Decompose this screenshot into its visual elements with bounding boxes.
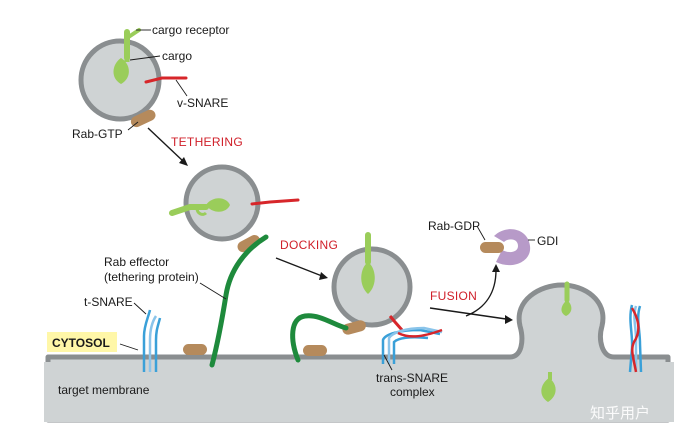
rab-effector-docked [290,313,349,363]
label-rab-effector: Rab effector [104,255,169,269]
label-docking: DOCKING [280,238,338,252]
vesicle-free [78,28,188,128]
fused-vesicle [541,281,572,402]
label-trans-snare: trans-SNARE [376,371,448,385]
cytosol-box [47,332,117,352]
label-target-membrane: target membrane [58,383,150,397]
arrow-release [465,264,500,317]
label-tethering-protein: (tethering protein) [104,270,199,284]
label-fusion: FUSION [430,289,477,303]
label-t-snare: t-SNARE [84,295,133,309]
arrow-docking [275,257,328,280]
cis-snare [628,304,643,373]
rab-effector-tethering [209,234,269,368]
label-cytosol: CYTOSOL [52,336,110,350]
leader-lines [119,29,535,371]
label-tethering: TETHERING [171,135,243,149]
label-v-snare: v-SNARE [177,96,228,110]
label-trans-snare-complex: complex [390,385,435,399]
label-cargo: cargo [162,49,192,63]
watermark: 知乎用户 [590,404,650,422]
label-rab-gdp: Rab-GDP [428,219,480,233]
t-snare [142,309,162,372]
label-gdi: GDI [537,234,558,248]
arrow-fusion [429,307,513,324]
vesicle-docked [331,232,413,335]
gdi-complex [480,229,531,266]
arrow-tethering [147,127,188,166]
rab-membrane-left [183,344,207,355]
trans-snare-complex [381,326,443,364]
rab-membrane-mid [303,345,327,356]
vesicle-tethered [169,164,300,253]
label-rab-gtp: Rab-GTP [72,127,123,141]
label-cargo-receptor: cargo receptor [152,23,229,37]
